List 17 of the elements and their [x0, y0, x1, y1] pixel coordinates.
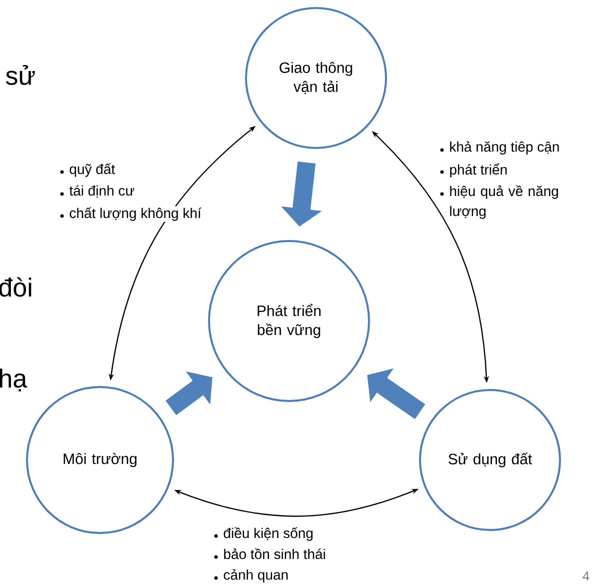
- text-fragment: sử: [6, 65, 35, 85]
- circle-node: Phát triển bền vững: [208, 240, 370, 402]
- list-item: hiệu quả về năng lượng: [448, 184, 560, 220]
- list-item: tái định cư: [68, 184, 136, 199]
- circle-node: Môi trường: [26, 386, 174, 534]
- list-item: khả năng tiêp cận: [448, 140, 561, 156]
- list-item: cảnh quan: [222, 568, 290, 584]
- circle-node: Giao thông vận tải: [245, 7, 387, 149]
- list-item: quỹ đất: [68, 162, 116, 178]
- list-item: điều kiện sống: [222, 526, 314, 542]
- list-item: phát triển: [448, 162, 509, 178]
- page-number: 4: [582, 572, 590, 580]
- text-fragment: hạ: [0, 368, 28, 392]
- circle-node: Sử dụng đất: [419, 389, 561, 531]
- list-item: chất lượng không khí: [68, 206, 202, 222]
- list-item: bảo tồn sinh thái: [222, 547, 327, 560]
- block-arrow: [166, 371, 212, 416]
